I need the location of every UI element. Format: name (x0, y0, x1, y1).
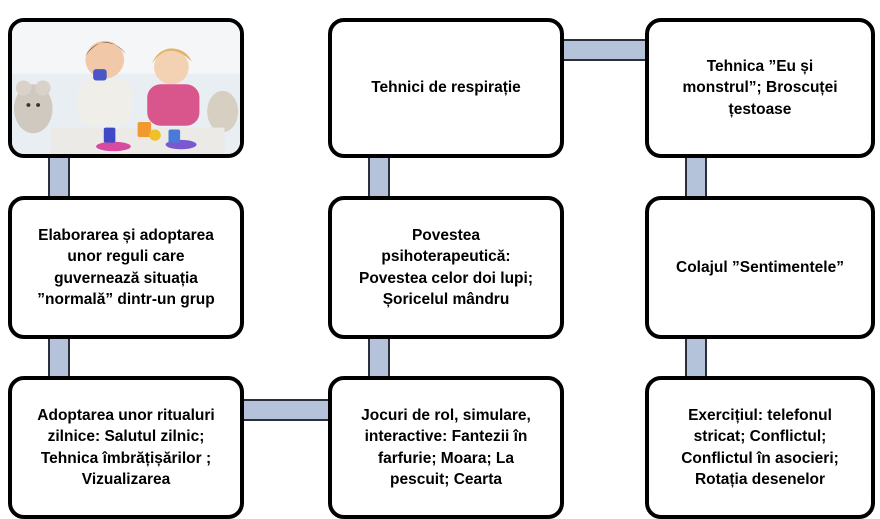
node-roleplay-text: Jocuri de rol, simulare, interactive: Fa… (361, 406, 531, 488)
node-breathing-text: Tehnici de respirație (371, 79, 521, 97)
node-story-text: Povestea psihoterapeutică: Povestea celo… (359, 226, 533, 308)
node-rules: Elaborarea și adoptarea unor reguli care… (8, 196, 244, 339)
connector-c2-r2-r3 (368, 335, 390, 380)
photo-box (8, 18, 244, 158)
connector-c3-r2-r3 (685, 335, 707, 380)
connector-c1-r1-r2 (48, 155, 70, 200)
node-roleplay: Jocuri de rol, simulare, interactive: Fa… (328, 376, 564, 519)
node-collage-text: Colajul ”Sentimentele” (676, 258, 844, 276)
node-exercise-text: Exercițiul: telefonul stricat; Conflictu… (681, 406, 839, 488)
children-playing-photo-icon (12, 22, 240, 154)
node-collage: Colajul ”Sentimentele” (645, 196, 875, 339)
node-monster: Tehnica ”Eu și monstrul”; Broscuței țest… (645, 18, 875, 158)
node-rituals: Adoptarea unor ritualuri zilnice: Salutu… (8, 376, 244, 519)
connector-c2-r1-r2 (368, 155, 390, 200)
node-rules-text: Elaborarea și adoptarea unor reguli care… (37, 226, 215, 308)
connector-c1-r2-r3 (48, 335, 70, 380)
connector-c2-c3-r1 (558, 39, 658, 61)
node-breathing: Tehnici de respirație (328, 18, 564, 158)
connector-c1-c2-r3 (240, 399, 340, 421)
node-story: Povestea psihoterapeutică: Povestea celo… (328, 196, 564, 339)
connector-c3-r1-r2 (685, 155, 707, 200)
node-monster-text: Tehnica ”Eu și monstrul”; Broscuței țest… (682, 57, 838, 118)
node-rituals-text: Adoptarea unor ritualuri zilnice: Salutu… (37, 406, 215, 488)
node-exercise: Exercițiul: telefonul stricat; Conflictu… (645, 376, 875, 519)
